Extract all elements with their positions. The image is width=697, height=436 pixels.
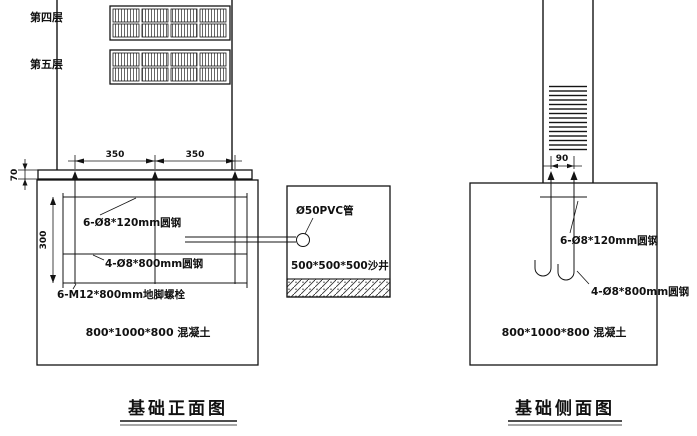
dim-arrow	[50, 197, 56, 205]
leader-side-top-rebar	[569, 200, 579, 234]
signpost-column-side	[542, 0, 594, 183]
display-cell	[170, 8, 198, 23]
anchor-bolt-label: 6-M12*800mm地脚螺栓	[57, 288, 186, 301]
rebar-hook-left	[534, 255, 552, 277]
gravel-layer	[286, 278, 391, 298]
display-cell	[112, 52, 140, 67]
display-cell	[112, 67, 140, 82]
pvc-pipe-outlet	[296, 233, 310, 247]
display-cell	[112, 8, 140, 23]
side-view-title: 基础侧面图	[514, 398, 615, 419]
display-cell	[199, 8, 227, 23]
leader-side-mid-rebar	[576, 270, 590, 285]
front-view-title: 基础正面图	[127, 398, 228, 419]
dim-arrow	[226, 158, 235, 164]
dim-70-text: 70	[10, 169, 20, 182]
dim-350-left-text: 350	[106, 150, 125, 160]
dim-arrow	[551, 163, 558, 169]
bolt-arrow	[231, 171, 239, 180]
dim-arrow	[50, 275, 56, 283]
concrete-label-front: 800*1000*800 混凝土	[86, 325, 211, 339]
dim-arrow	[75, 158, 84, 164]
pvc-pipe-run	[185, 236, 296, 243]
side-view: 90 6-Ø8*120mm圆钢 4-Ø8*800mm圆钢 800*1000*80…	[469, 0, 689, 366]
signpost-column-front	[56, 0, 233, 170]
front-view: 第四层 第五层 350 350 70	[10, 0, 259, 366]
sand-well-label: 500*500*500沙井	[291, 259, 389, 272]
base-plate	[37, 169, 253, 180]
foundation-block-front	[36, 179, 259, 366]
dim-90-text: 90	[556, 154, 569, 164]
top-rebar-label: 6-Ø8*120mm圆钢	[83, 216, 181, 229]
display-cell	[141, 52, 169, 67]
display-cell	[170, 52, 198, 67]
display-cell	[170, 67, 198, 82]
display-cell	[199, 52, 227, 67]
display-cell	[199, 23, 227, 38]
dim-arrow	[22, 179, 28, 186]
drawing-titles: 基础正面图 基础侧面图	[120, 398, 622, 426]
sand-well-detail: Ø50PVC管 500*500*500沙井	[185, 185, 391, 298]
dim-70-extension-lines	[18, 169, 38, 180]
leader-top-rebar	[99, 197, 137, 216]
display-cell	[141, 23, 169, 38]
dim-arrow	[567, 163, 574, 169]
dim-90-extension-lines	[550, 156, 575, 169]
dim-arrow	[22, 163, 28, 170]
leader-mid-rebar	[92, 254, 105, 261]
dim-arrow	[155, 158, 164, 164]
foundation-block-side	[469, 182, 658, 366]
display-cell	[170, 23, 198, 38]
leader-pvc-pipe	[304, 217, 314, 235]
side-top-rebar-label: 6-Ø8*120mm圆钢	[560, 234, 658, 247]
mid-rebar-label: 4-Ø8*800mm圆钢	[105, 257, 203, 270]
louver-vents	[549, 84, 587, 151]
rebar-cage-front	[62, 193, 248, 288]
bolt-arrow	[71, 171, 79, 180]
bolt-arrow	[547, 171, 555, 180]
dim-300-text: 300	[39, 231, 49, 250]
dim-350-extension-lines	[74, 155, 236, 169]
bolt-arrow	[570, 171, 578, 180]
rebar-hook-right	[557, 255, 575, 281]
leader-anchor-bolt	[72, 283, 77, 290]
bolt-arrow	[151, 171, 159, 180]
concrete-label-side: 800*1000*800 混凝土	[502, 325, 627, 339]
floor5-label: 第五层	[30, 57, 63, 71]
display-cell	[199, 67, 227, 82]
display-cell	[112, 23, 140, 38]
pvc-pipe-label: Ø50PVC管	[296, 204, 354, 217]
dim-350-right-text: 350	[186, 150, 205, 160]
dim-arrow	[146, 158, 155, 164]
side-mid-rebar-label: 4-Ø8*800mm圆钢	[591, 285, 689, 298]
display-cell	[141, 67, 169, 82]
display-cell	[141, 8, 169, 23]
floor4-label: 第四层	[30, 10, 63, 24]
